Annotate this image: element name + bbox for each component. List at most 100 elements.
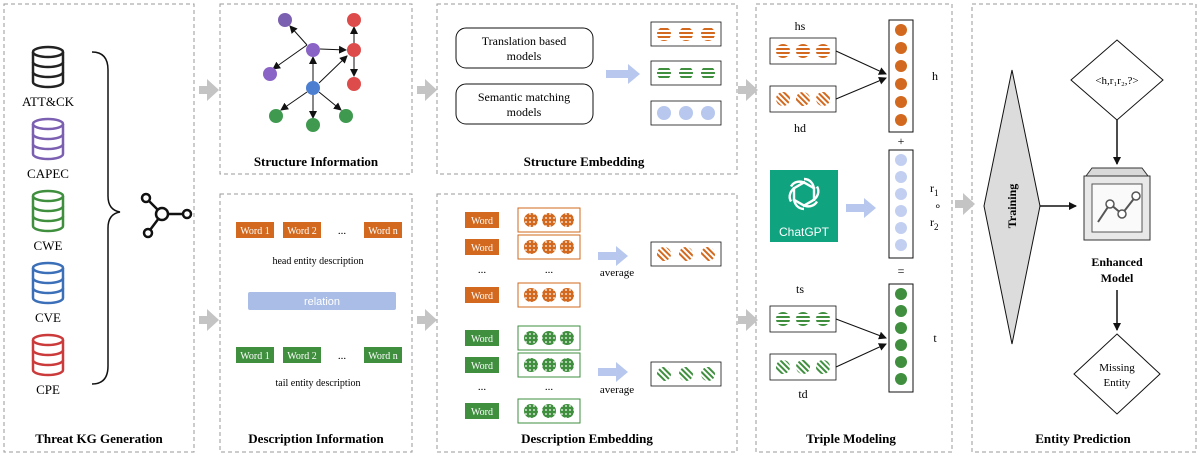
title-entity-prediction: Entity Prediction [1035,431,1131,446]
database-icon [31,333,65,377]
word-vector-cell [542,331,556,345]
word-chip-label: Word 2 [287,226,316,237]
missing-line1: Missing [1099,362,1135,374]
kg-network-icon [140,192,193,239]
label-equals: = [898,264,905,278]
kg-graph [263,13,361,132]
avg-vector-green [650,361,722,387]
panel-description-info [219,193,413,453]
label-hd: hd [794,121,806,135]
word-chip [236,347,274,363]
label-h: h [932,69,938,83]
panel-triple-modeling [755,3,953,453]
chatgpt-arrow [846,198,876,218]
label-plus: + [898,134,905,148]
title-structure-embedding: Structure Embedding [524,154,645,169]
node [269,109,283,123]
database-label: CAPEC [27,166,69,181]
word-vector-cell [524,240,538,254]
word-vector-cell [524,288,538,302]
struct-vector-green [650,60,722,86]
node [278,13,292,27]
hd-vector [769,85,837,113]
label-t: t [933,331,937,345]
missing-line2: Entity [1104,377,1131,389]
word-token-label: Word [471,334,493,345]
relation-vector [888,149,914,259]
word-token-label: Word [471,361,493,372]
title-description-embedding: Description Embedding [521,431,653,446]
model-semantic-line2: models [507,105,542,119]
word-chip-label: Word 1 [240,351,269,362]
chatgpt-label: ChatGPT [779,225,830,239]
word-chip-label: Word n [368,351,397,362]
word-vector-cell [560,213,574,227]
label-ts: ts [796,282,804,296]
tail-caption: tail entity description [276,378,361,389]
word-ellipsis: ... [338,225,347,237]
word-token [465,357,499,373]
node [347,13,361,27]
word-token [465,212,499,228]
word-vector-cell [542,404,556,418]
embedding-arrow [606,64,640,84]
word-token [465,403,499,419]
word-vector-cell [542,288,556,302]
word-vector-cell [560,331,574,345]
node [339,109,353,123]
label-compose: ∘ [934,199,942,213]
word-chip-label: Word n [368,226,397,237]
database-icon [31,261,65,305]
label-td: td [798,387,807,401]
database-label: CVE [35,310,61,325]
t-vector [888,283,914,393]
model-translation-line1: Translation based [482,34,567,48]
word-ellipsis: ... [338,350,347,362]
missing-entity-diamond [1073,333,1161,415]
node [347,77,361,91]
training-diamond [983,69,1041,345]
database-icons [31,45,65,377]
word-chip [283,222,321,238]
word-vector-cell [560,404,574,418]
hs-vector [769,37,837,65]
head-caption: head entity description [272,256,363,267]
flow-arrow-7 [955,193,975,215]
label-hs: hs [795,19,806,33]
average-label-bottom: average [600,384,634,396]
struct-vector-orange [650,21,722,47]
model-box-translation [455,27,594,69]
panel-threat-kg [3,3,195,453]
avg-vector-orange [650,241,722,267]
query-label: <h,r₁r₂,?> [1095,75,1138,87]
row-ellipsis: ... [545,264,554,276]
training-label: Training [1005,184,1019,228]
enhanced-model-icon [1083,167,1151,241]
panel-description-embedding [436,193,738,453]
word-chip-label: Word 2 [287,351,316,362]
word-vector-cell [524,213,538,227]
word-token [465,239,499,255]
word-chip [236,222,274,238]
flow-arrow-2 [199,309,219,331]
average-label-top: average [600,267,634,279]
enhanced-model-line2: Model [1101,271,1134,285]
word-vector-cell [542,213,556,227]
word-vector-cell [542,358,556,372]
node [306,43,320,57]
panel-structure-embedding [436,3,738,175]
h-vector [888,19,914,133]
node [263,67,277,81]
flow-arrow-1 [199,79,219,101]
model-semantic-line1: Semantic matching [478,90,570,104]
average-arrow-bottom [598,362,628,382]
label-r2: r2 [930,215,939,232]
word-vector-cell [542,240,556,254]
flow-arrow-3 [417,79,437,101]
word-vector-cell [560,240,574,254]
database-icon [31,45,65,89]
word-token [465,287,499,303]
word-token-label: Word [471,216,493,227]
